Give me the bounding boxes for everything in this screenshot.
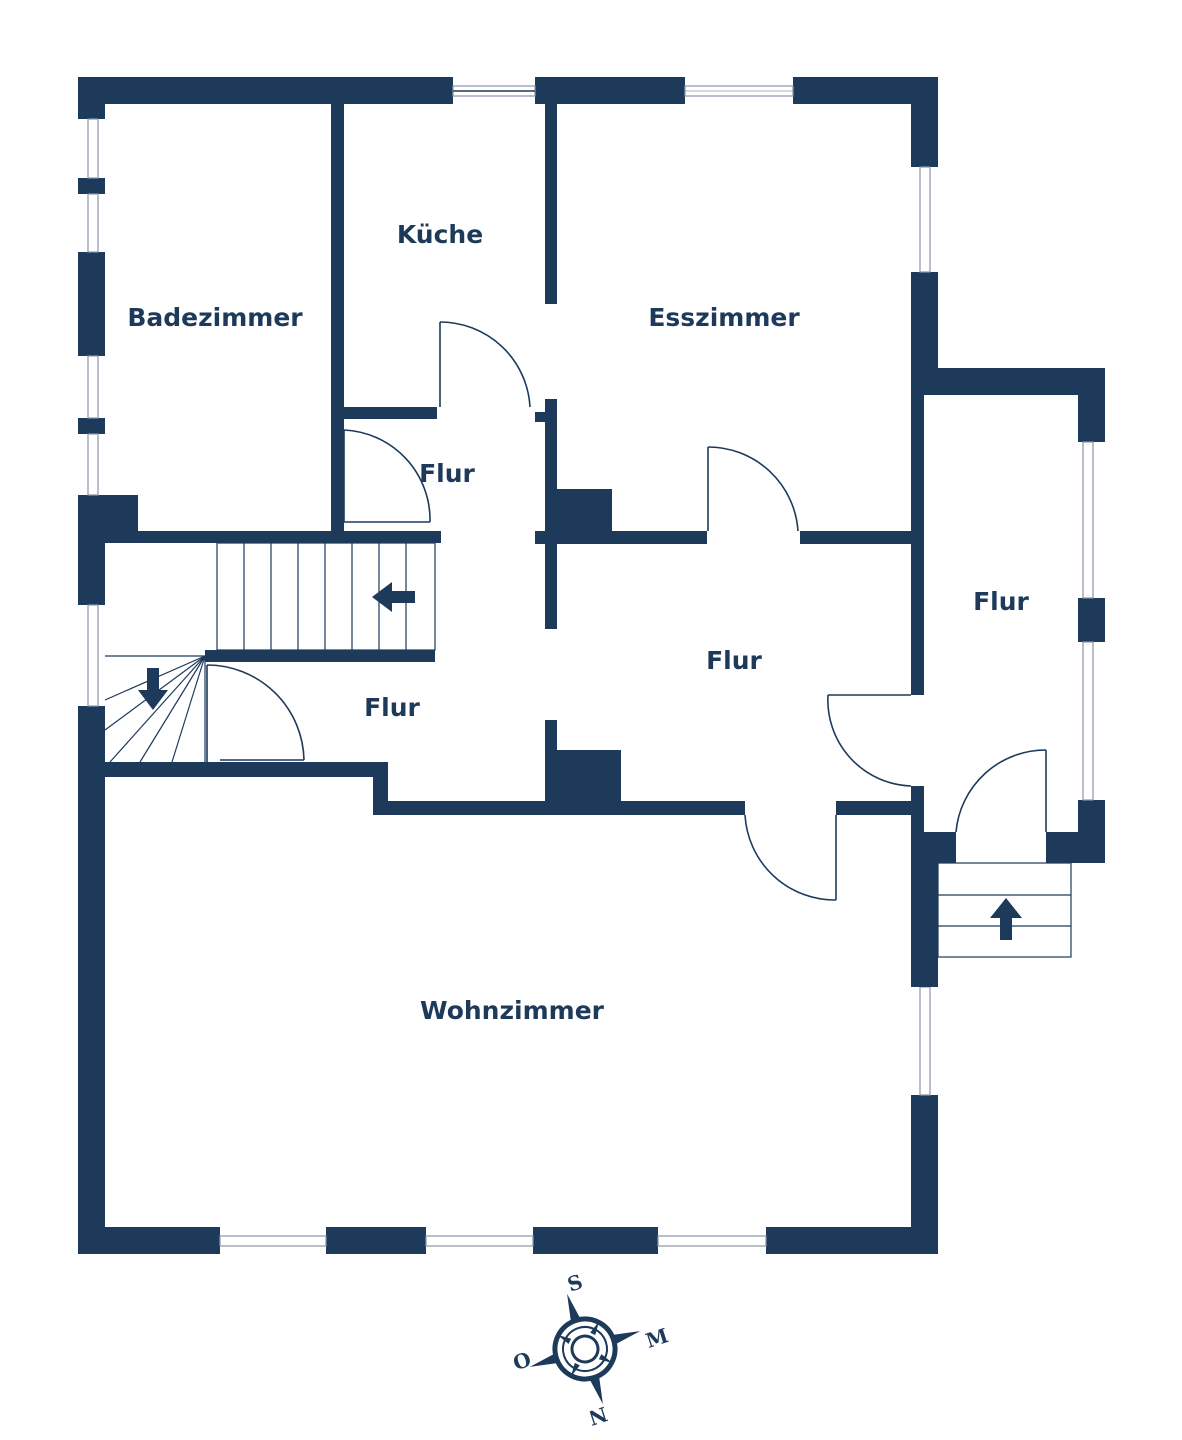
compass-bottom-letter: N xyxy=(586,1402,611,1430)
compass-icon xyxy=(529,1293,641,1405)
windows xyxy=(87,85,1094,1247)
label-badezimmer: Badezimmer xyxy=(127,303,303,332)
compass-left-letter: O xyxy=(510,1347,534,1375)
interior-walls xyxy=(105,104,938,987)
label-esszimmer: Esszimmer xyxy=(648,303,800,332)
stair-arrow-icon xyxy=(372,582,415,612)
compass-top-letter: S xyxy=(564,1269,585,1296)
label-flur-left: Flur xyxy=(364,693,420,722)
label-flur-right: Flur xyxy=(973,587,1029,616)
lower-stair-arrow-icon xyxy=(138,668,168,710)
label-flur-top: Flur xyxy=(419,459,475,488)
entrance-arrow-icon xyxy=(990,898,1022,940)
label-flur-middle: Flur xyxy=(706,646,762,675)
outer-walls xyxy=(78,77,1105,1254)
label-kueche: Küche xyxy=(397,220,483,249)
doors xyxy=(206,321,1047,901)
compass-right-letter: M xyxy=(643,1323,671,1353)
label-wohnzimmer: Wohnzimmer xyxy=(420,996,605,1025)
